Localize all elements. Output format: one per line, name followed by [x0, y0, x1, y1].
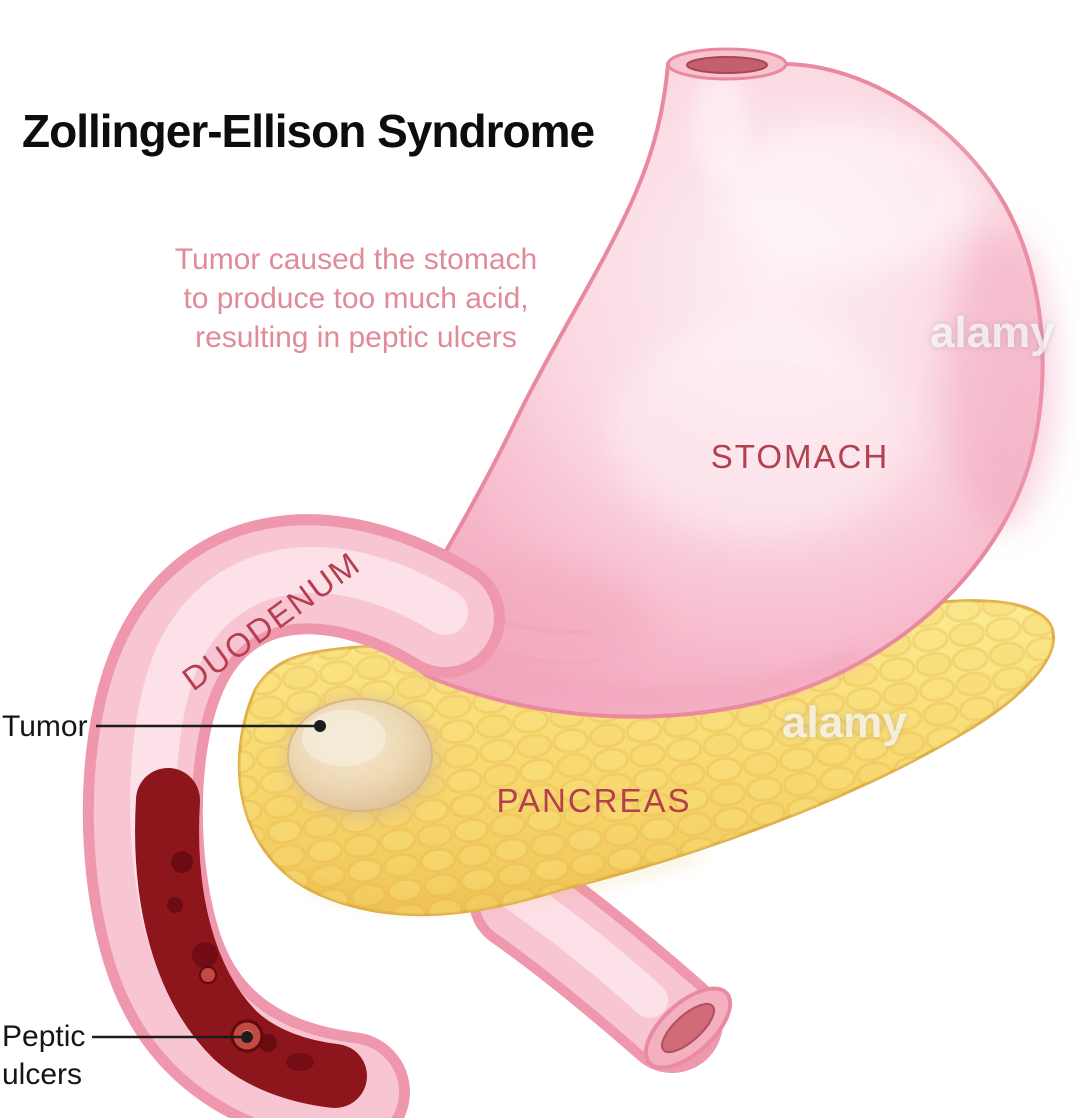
peptic-ulcers-pointer-dot [241, 1031, 253, 1043]
peptic-ulcers-label-line-2: ulcers [2, 1058, 83, 1091]
tumor-leader-line [96, 720, 326, 732]
page-title: Zollinger-Ellison Syndrome [22, 105, 595, 157]
tumor-pointer-dot [314, 720, 326, 732]
jejunum-tube [469, 849, 733, 1073]
peptic-ulcers-annotation-label: Peptic ulcers [2, 1018, 85, 1094]
jejunum-cut-opening [643, 986, 733, 1070]
peptic-ulcers-leader-line [92, 1031, 253, 1043]
peptic-ulcers-label-line-1: Peptic [2, 1020, 86, 1053]
tumor-shape [284, 696, 440, 820]
description-line-2: to produce too much acid, [183, 282, 529, 315]
tumor-annotation-label: Tumor [2, 710, 88, 743]
description-line-3: resulting in peptic ulcers [195, 321, 517, 354]
peptic-ulcers-region [135, 768, 367, 1108]
stomach-shape [390, 47, 1055, 719]
stomach-label: STOMACH [711, 438, 889, 475]
description-text: Tumor caused the stomach to produce too … [150, 240, 562, 357]
pancreas-label: PANCREAS [496, 782, 691, 819]
ulcer-spot-small [199, 966, 217, 984]
description-line-1: Tumor caused the stomach [174, 243, 538, 276]
esophagus-opening [666, 47, 788, 81]
